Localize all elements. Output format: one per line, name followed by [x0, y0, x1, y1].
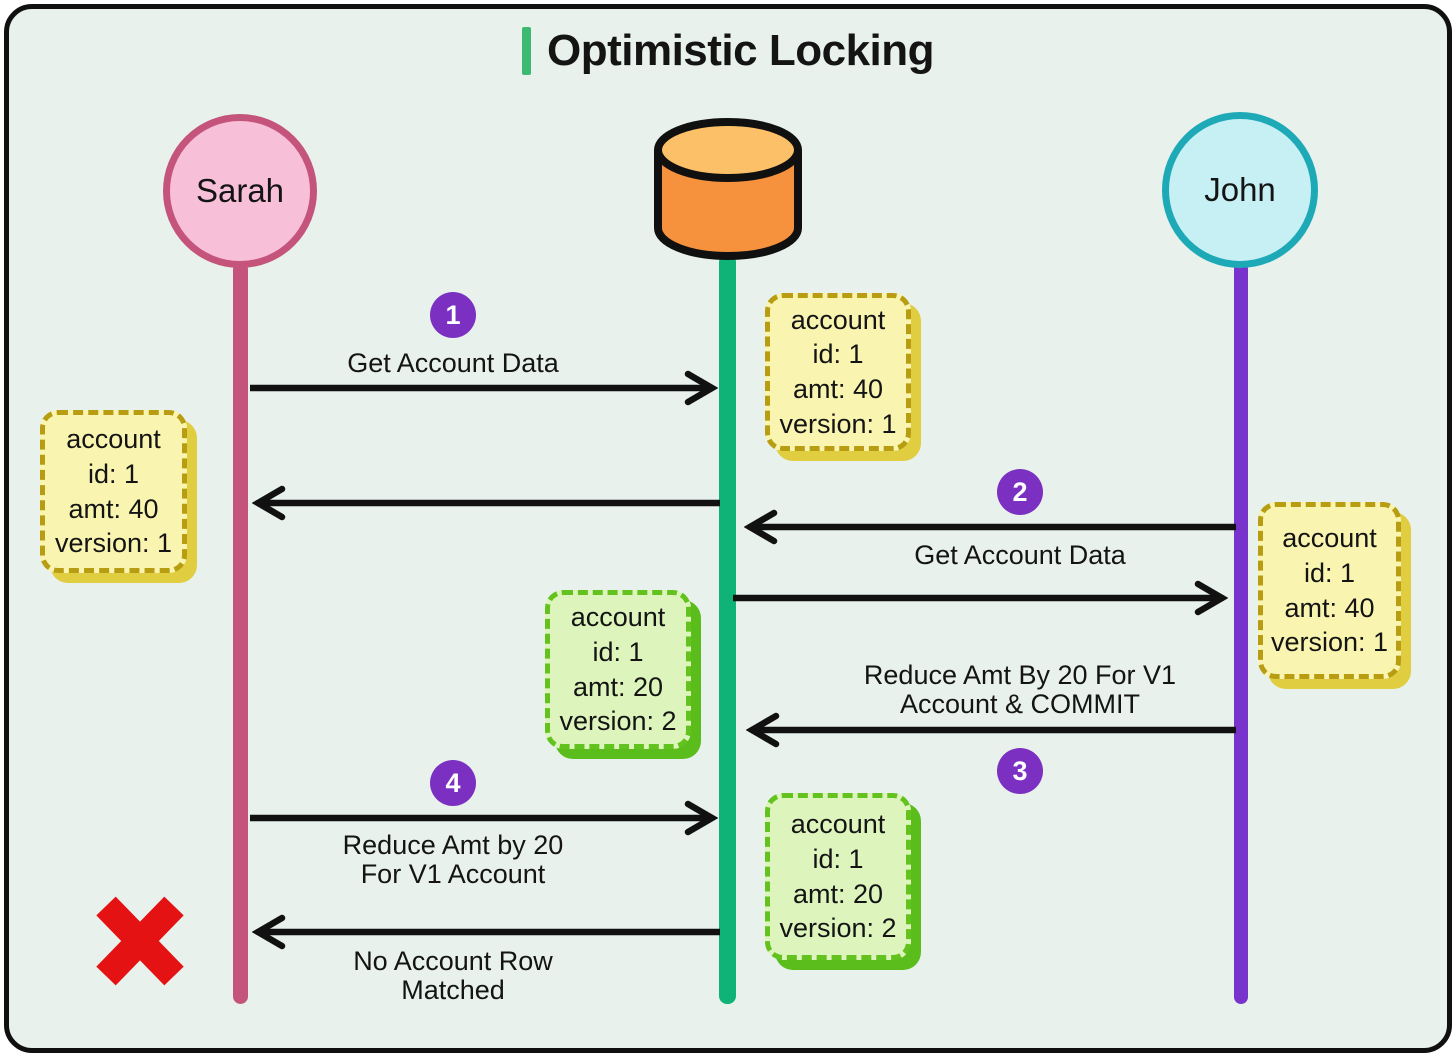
message-1-label: Get Account Data [347, 348, 559, 378]
step-1-badge: 1 [430, 292, 476, 338]
arrow-3-john-to-db [746, 712, 1236, 748]
john-lifeline [1234, 262, 1248, 1004]
message-2-label: Get Account Data [914, 540, 1126, 570]
actor-sarah-label: Sarah [195, 172, 285, 209]
arrow-reply-fail-db-to-sarah [252, 914, 720, 950]
arrow-1-sarah-to-db [250, 370, 718, 406]
actor-john: John [1162, 112, 1318, 268]
step-4-badge: 4 [430, 760, 476, 806]
arrow-2-john-to-db [744, 509, 1236, 545]
database-icon [654, 118, 802, 260]
failure-x-icon [96, 896, 184, 986]
title-row: Optimistic Locking [0, 26, 1456, 76]
page-title: Optimistic Locking [546, 26, 935, 75]
actor-sarah: Sarah [163, 114, 317, 268]
step-3-badge: 3 [997, 748, 1043, 794]
arrow-reply-db-to-john [733, 580, 1228, 616]
arrow-4-sarah-to-db [250, 800, 718, 836]
arrow-reply-db-to-sarah [252, 485, 720, 521]
actor-john-label: John [1204, 171, 1276, 208]
step-2-badge: 2 [997, 469, 1043, 515]
sarah-lifeline [233, 262, 248, 1004]
title-accent-bar [521, 27, 531, 75]
database-lifeline [719, 254, 736, 1004]
